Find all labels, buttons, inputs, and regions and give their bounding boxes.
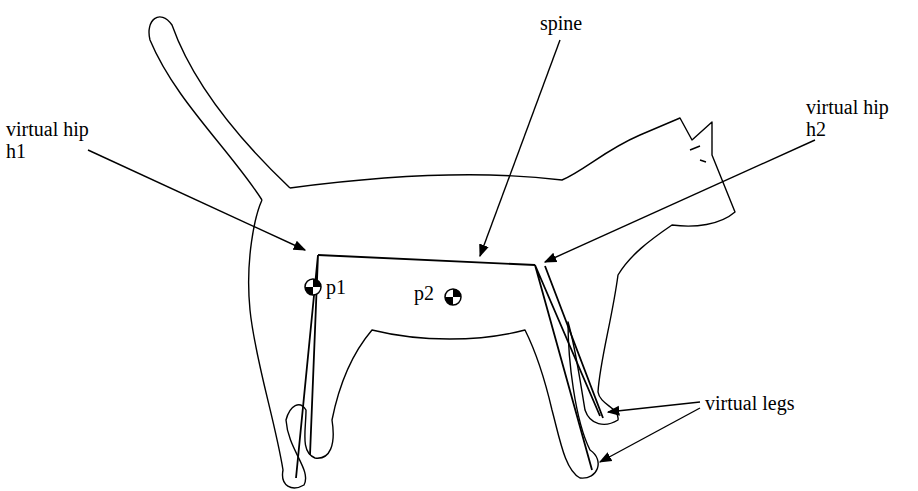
part-label: spine [540,12,582,34]
leader-arrow [88,150,305,250]
com-symbol [305,279,321,295]
leader-arrow [545,140,815,262]
part-label: virtual hip h2 [806,96,906,140]
cat-tail [149,17,290,200]
virtual-spine [318,255,535,265]
leader-arrow [608,402,700,412]
leader-arrow [600,408,700,462]
part-label: virtual hip h1 [6,118,106,162]
com-symbol [445,289,461,305]
virtual-leg [535,265,603,470]
cat-outline [249,118,735,488]
part-label: p2 [414,282,434,304]
part-label: p1 [326,276,346,298]
cat-face [690,146,706,162]
part-label: virtual legs [705,392,794,414]
leader-arrow [480,40,560,256]
